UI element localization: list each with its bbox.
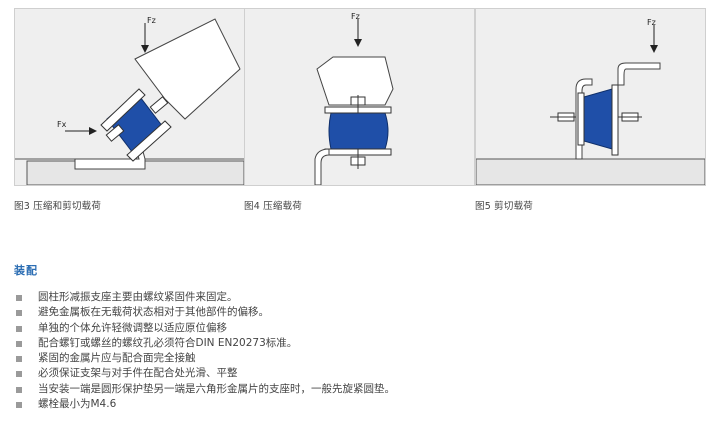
bullet-square-icon xyxy=(16,310,22,317)
list-item-text: 配合螺钉或螺丝的螺纹孔必须符合DIN EN20273标准。 xyxy=(38,336,298,349)
list-item: 避免金属板在无载荷状态相对于其他部件的偏移。 xyxy=(14,305,395,320)
bullet-square-icon xyxy=(16,295,22,301)
list-item: 螺栓最小为M4.6 xyxy=(14,397,395,412)
list-item: 单独的个体允许轻微调整以适应原位偏移 xyxy=(14,321,395,336)
list-item-text: 当安装一端是圆形保护垫另一端是六角形金属片的支座时，一般先旋紧圆垫。 xyxy=(38,382,395,395)
assembly-list: 圆柱形减振支座主要由螺纹紧固件来固定。 避免金属板在无载荷状态相对于其他部件的偏… xyxy=(14,290,395,412)
section-title: 装配 xyxy=(14,264,38,277)
figure-3-caption: 图3 压缩和剪切载荷 xyxy=(14,201,102,212)
fz-label: Fz xyxy=(147,16,156,25)
figure-shear: Fz xyxy=(475,8,706,186)
figure-compression-shear: Fz Fx xyxy=(14,8,245,186)
figure-5-drawing: Fz xyxy=(476,9,705,185)
fz-label: Fz xyxy=(351,12,360,21)
bullet-square-icon xyxy=(16,340,22,347)
bullet-square-icon xyxy=(16,356,22,363)
bullet-square-icon xyxy=(16,386,22,393)
fz-label: Fz xyxy=(647,18,656,27)
list-item: 紧固的金属片应与配合面完全接触 xyxy=(14,351,395,366)
figure-4-drawing: Fz xyxy=(245,9,474,185)
figure-compression: Fz xyxy=(244,8,475,186)
list-item: 必须保证支架与对手件在配合处光滑、平整 xyxy=(14,366,395,381)
list-item-text: 避免金属板在无载荷状态相对于其他部件的偏移。 xyxy=(38,306,269,319)
bullet-square-icon xyxy=(16,325,22,332)
list-item: 圆柱形减振支座主要由螺纹紧固件来固定。 xyxy=(14,290,395,305)
list-item-text: 紧固的金属片应与配合面完全接触 xyxy=(38,352,196,365)
fx-label: Fx xyxy=(57,120,67,129)
bullet-square-icon xyxy=(16,371,22,378)
list-item-text: 圆柱形减振支座主要由螺纹紧固件来固定。 xyxy=(38,291,238,303)
list-item: 配合螺钉或螺丝的螺纹孔必须符合DIN EN20273标准。 xyxy=(14,336,395,351)
figure-5-caption: 图5 剪切载荷 xyxy=(475,201,533,212)
bullet-square-icon xyxy=(16,402,22,409)
list-item-text: 必须保证支架与对手件在配合处光滑、平整 xyxy=(38,367,238,380)
list-item-text: 单独的个体允许轻微调整以适应原位偏移 xyxy=(38,321,227,334)
list-item: 当安装一端是圆形保护垫另一端是六角形金属片的支座时，一般先旋紧圆垫。 xyxy=(14,382,395,397)
figure-3-drawing: Fz Fx xyxy=(15,9,244,185)
list-item-text: 螺栓最小为M4.6 xyxy=(38,398,117,411)
figure-4-caption: 图4 压缩载荷 xyxy=(244,201,302,212)
